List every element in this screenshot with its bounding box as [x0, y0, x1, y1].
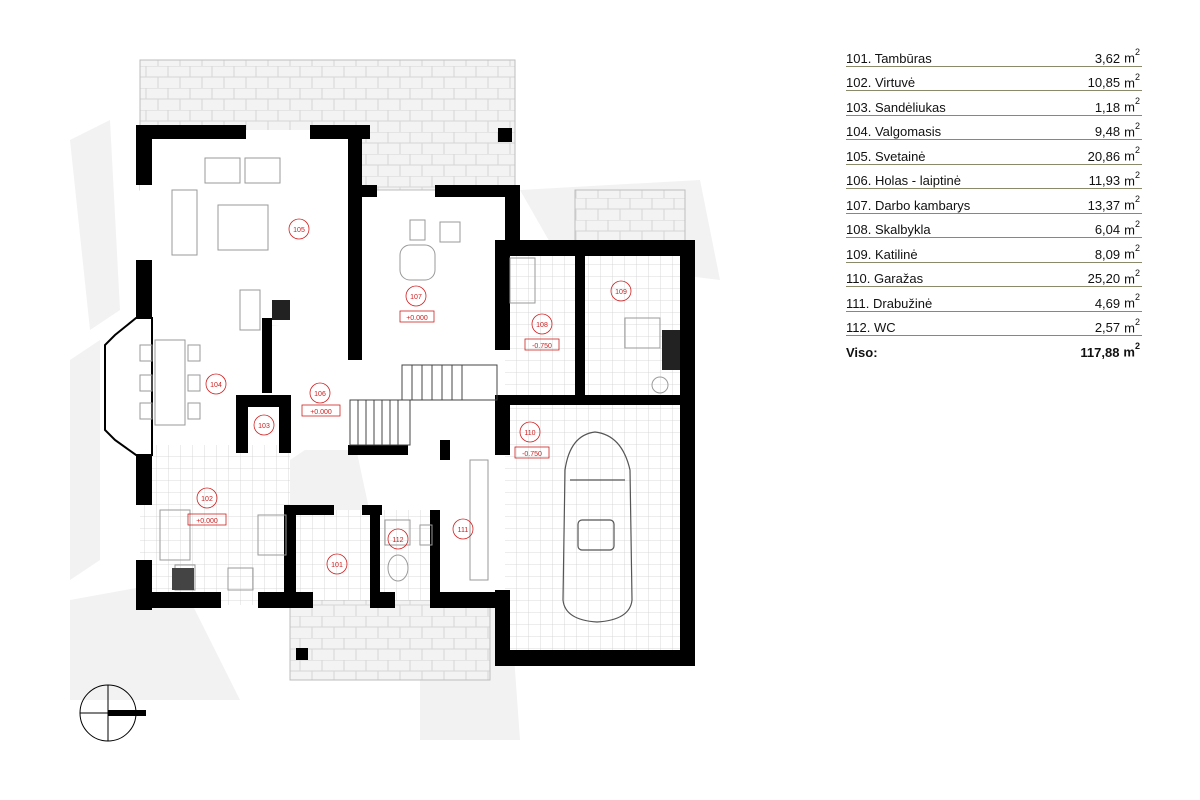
label-112: 112: [392, 537, 403, 544]
floor-107: [355, 195, 505, 355]
label-104: 104: [210, 382, 222, 389]
room-name: 112. WC: [846, 320, 896, 335]
level-106: +0.000: [310, 409, 332, 416]
floor-112: [375, 510, 435, 600]
car-icon: [562, 431, 633, 623]
floor-101: [290, 510, 370, 600]
level-110: -0.750: [522, 451, 542, 458]
floor-108: [505, 250, 580, 400]
label-102: 102: [201, 496, 213, 503]
label-107: 107: [410, 294, 422, 301]
floor-110: [505, 400, 685, 650]
label-111: 111: [458, 527, 469, 534]
room-name: 109. Katilinė: [846, 246, 918, 262]
room-name: 104. Valgomasis: [846, 124, 942, 139]
floor-111: [440, 455, 495, 580]
stairs: [349, 364, 498, 446]
floor-plan: 105 104 103 106 107 108 109 110 102 101 …: [70, 59, 720, 742]
room-name: 111. Drabužinė: [846, 295, 933, 311]
level-107: +0.000: [406, 315, 428, 322]
label-106: 106: [314, 391, 326, 398]
floor-105: [140, 130, 355, 325]
label-109: 109: [615, 289, 627, 296]
room-name: 107. Darbo kambarys: [846, 197, 971, 213]
floor-109: [580, 250, 685, 400]
fireplace-icon: [272, 300, 290, 320]
north-arrow-icon: [79, 684, 146, 742]
label-108: 108: [536, 322, 548, 329]
floor-106: [290, 330, 500, 450]
level-102: +0.000: [196, 518, 218, 525]
walls: [136, 125, 695, 666]
room-name: 105. Svetainė: [846, 148, 926, 164]
furniture: [139, 157, 669, 591]
label-103: 103: [258, 423, 270, 430]
east-terrace: [574, 189, 686, 246]
room-name: 108. Skalbykla: [846, 222, 931, 237]
room-name: 110. Garažas: [846, 271, 924, 286]
room-name: 101. Tambūras: [846, 50, 932, 66]
room-name: 102. Virtuvė: [846, 75, 916, 90]
level-108: -0.750: [532, 343, 552, 350]
boiler-icon: [662, 330, 680, 370]
bay-window: [104, 317, 153, 456]
label-101: 101: [331, 562, 343, 569]
room-name: 103. Sandėliukas: [846, 99, 946, 115]
room-name: 106. Holas - laiptinė: [846, 173, 961, 188]
label-110: 110: [524, 430, 535, 437]
south-terrace: [289, 599, 491, 681]
total-label: Viso:: [846, 344, 878, 360]
stove-icon: [172, 568, 194, 590]
label-105: 105: [293, 227, 305, 234]
